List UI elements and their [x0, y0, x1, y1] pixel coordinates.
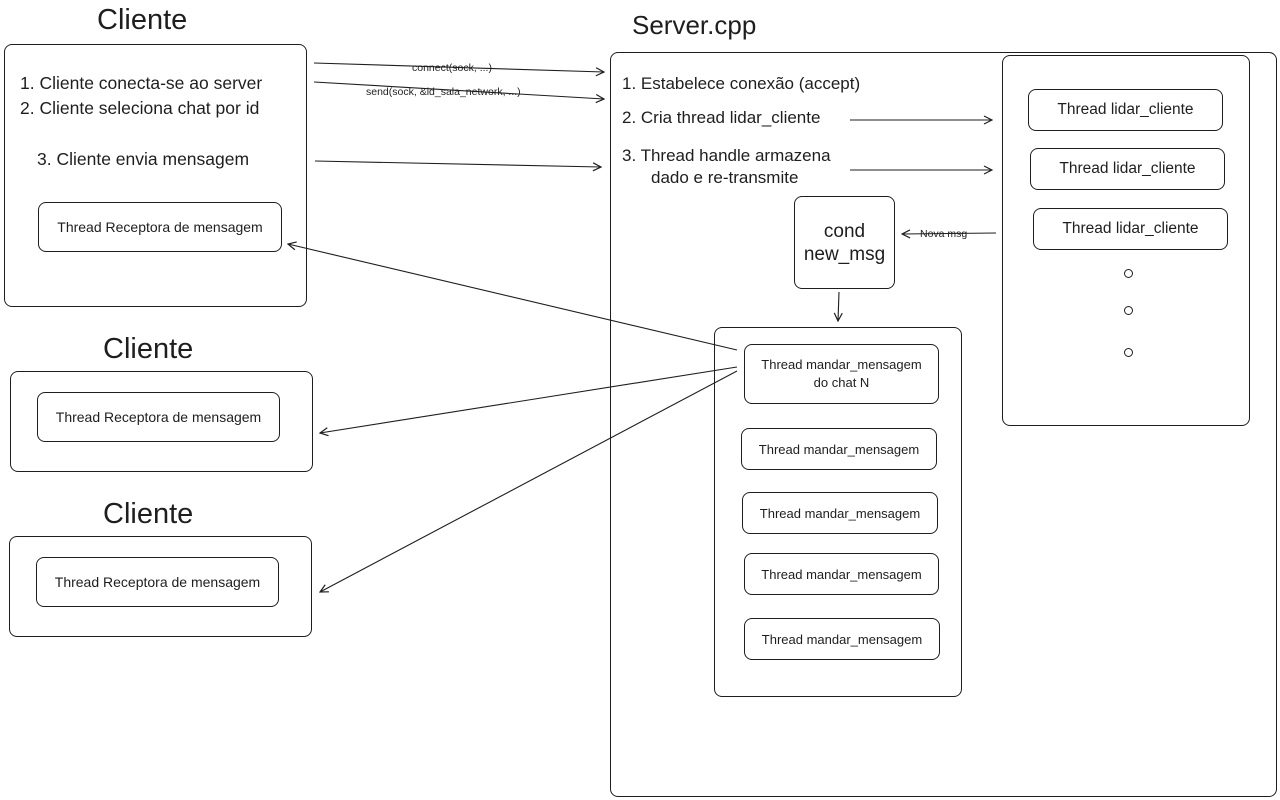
server-title: Server.cpp	[632, 10, 757, 40]
new-msg-label: new_msg	[803, 243, 886, 265]
client-step-select-chat: 2. Cliente seleciona chat por id	[20, 98, 260, 118]
mandar-mensagem-chat-n-thread: Thread mandar_mensagem do chat N	[744, 344, 939, 404]
ellipsis-dot-1	[1124, 269, 1133, 278]
client-step-send-message: 3. Cliente envia mensagem	[37, 149, 250, 169]
client-mid-receiver-thread: Thread Receptora de mensagem	[37, 392, 280, 442]
lidar-cliente-thread-2: Thread lidar_cliente	[1030, 148, 1225, 190]
client-bot-receiver-thread: Thread Receptora de mensagem	[36, 557, 279, 607]
mandar-mensagem-thread-2: Thread mandar_mensagem	[742, 492, 938, 534]
lidar-cliente-thread-3: Thread lidar_cliente	[1033, 208, 1228, 250]
nova-msg-arrow	[902, 233, 997, 234]
connect-arrow-label: connect(sock, ...)	[412, 62, 492, 74]
connect-arrow	[313, 62, 604, 72]
client-mid-title: Cliente	[103, 333, 194, 365]
client-bot-title: Cliente	[103, 498, 194, 530]
server-step-accept: 1. Estabelece conexão (accept)	[622, 74, 861, 93]
mandar-mensagem-thread-3: Thread mandar_mensagem	[744, 553, 939, 595]
server-step-store-retransmit-2: dado e re-transmite	[651, 168, 799, 187]
to-client-top-arrow	[288, 244, 738, 351]
to-client-bot-arrow	[320, 370, 738, 592]
lidar-cliente-thread-1: Thread lidar_cliente	[1028, 89, 1223, 131]
client-top-receiver-thread: Thread Receptora de mensagem	[38, 202, 282, 252]
client-step-connect: 1. Cliente conecta-se ao server	[20, 73, 263, 93]
ellipsis-dot-3	[1124, 348, 1133, 357]
client-top-box	[4, 44, 307, 307]
server-step-store-retransmit-1: 3. Thread handle armazena	[622, 146, 831, 165]
mandar-mensagem-thread-4: Thread mandar_mensagem	[744, 618, 940, 660]
mandar-mensagem-thread-1: Thread mandar_mensagem	[741, 428, 937, 470]
cond-label: cond	[823, 220, 866, 242]
cond-to-mandar-arrow	[838, 291, 839, 321]
cond-new-msg-box: cond new_msg	[794, 196, 895, 289]
client-top-title: Cliente	[97, 4, 188, 36]
send-arrow	[313, 81, 604, 99]
server-step-create-thread: 2. Cria thread lidar_cliente	[622, 108, 821, 127]
send-message-arrow	[314, 160, 601, 167]
send-arrow-label: send(sock, &id_sala_network, ...)	[366, 86, 521, 98]
ellipsis-dot-2	[1124, 306, 1133, 315]
to-client-mid-arrow	[320, 366, 738, 433]
